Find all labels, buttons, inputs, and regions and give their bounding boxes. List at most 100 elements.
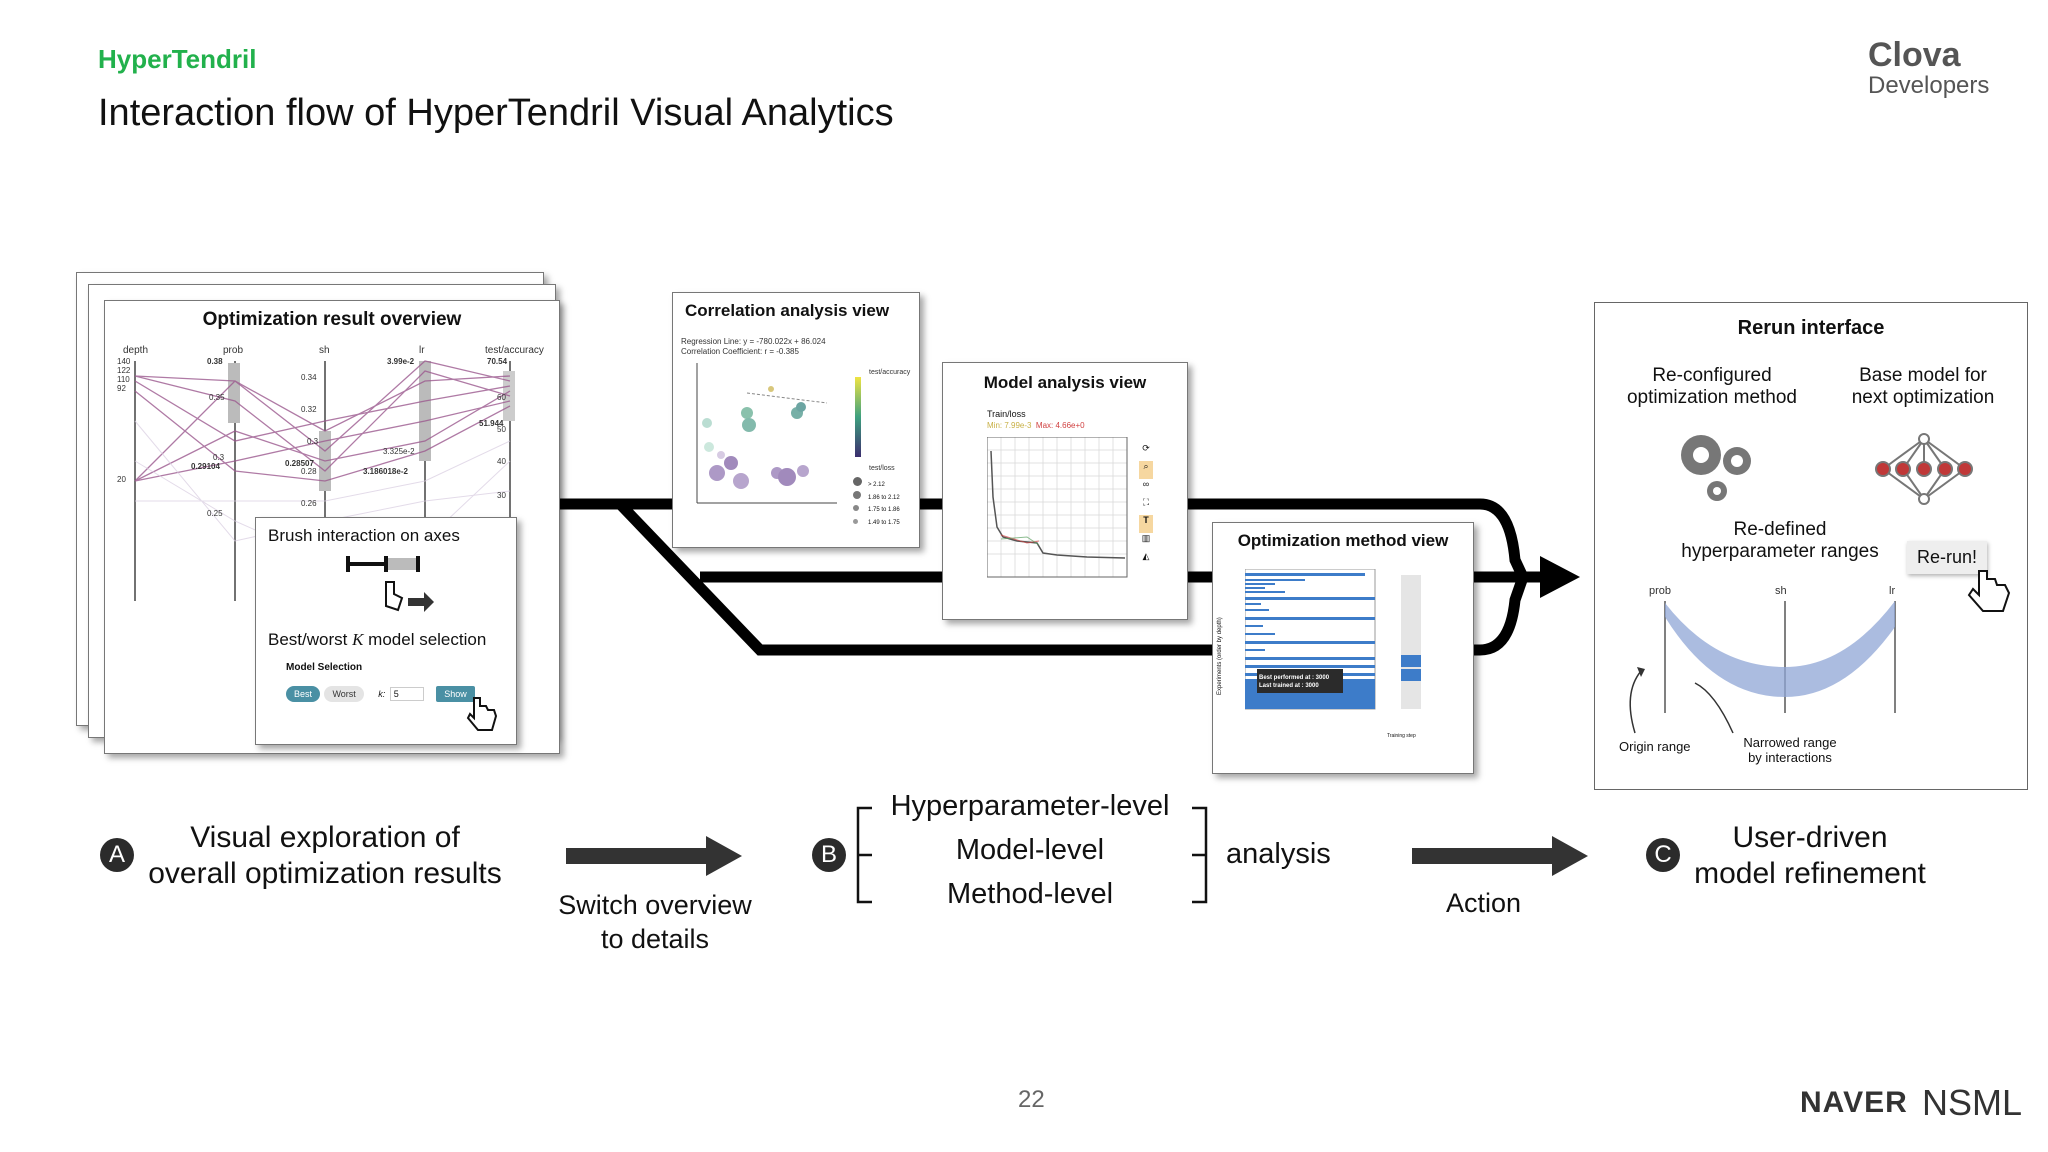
- caption-c: User-driven model refinement: [1694, 821, 1926, 890]
- tick-prob-025: 0.25: [207, 509, 223, 518]
- chart-toolbar: ⟳ ⌕ ∞ ⛶ T ▥ ◭: [1139, 443, 1153, 569]
- hand-cursor-icon: [1967, 570, 2011, 612]
- optimization-method-title: Optimization method view: [1237, 531, 1449, 550]
- tick-prob-03: 0.3: [213, 453, 225, 462]
- brand-label: HyperTendril: [98, 44, 257, 74]
- overview-title: Optimization result overview: [202, 309, 462, 330]
- show-button[interactable]: Show: [436, 686, 475, 702]
- legend-item: 1.86 to 2.12: [868, 495, 900, 501]
- best-button[interactable]: Best: [286, 686, 321, 702]
- model-selection-controls: Best Worst k: 5 Show: [286, 684, 475, 702]
- nsml-logo: NSML: [1922, 1082, 2023, 1123]
- tick-depth-140: 140: [117, 357, 131, 366]
- connector-arrowhead: [1540, 556, 1580, 598]
- bar-chart-icon[interactable]: ▥: [1141, 533, 1151, 543]
- k-label: k:: [378, 689, 386, 699]
- tick-depth-92: 92: [117, 384, 126, 393]
- arrow-action: [1412, 836, 1588, 876]
- page-number: 22: [1018, 1086, 1045, 1113]
- loss-legend-items: > 2.12 1.86 to 2.12 1.75 to 1.86 1.49 to…: [853, 477, 900, 533]
- level-hyperparameter: Hyperparameter-level: [890, 790, 1170, 822]
- tick-depth-122: 122: [117, 366, 131, 375]
- legend-loss: test/loss: [869, 465, 895, 472]
- correlation-title: Correlation analysis view: [685, 301, 890, 320]
- arrow-switch: [566, 836, 742, 876]
- legend-item: > 2.12: [868, 482, 885, 488]
- tick-acc-40: 40: [497, 457, 506, 466]
- model-selection-title: Model Selection: [286, 662, 363, 673]
- axis-lr: lr: [419, 345, 425, 356]
- tick-prob-038: 0.38: [207, 357, 223, 366]
- tick-depth-20: 20: [117, 475, 126, 484]
- rerun-axis-sh: sh: [1775, 585, 1787, 597]
- area-chart-icon[interactable]: ◭: [1142, 551, 1150, 561]
- legend-accuracy: test/accuracy: [869, 369, 911, 376]
- tick-acc-51944: 51.944: [479, 419, 504, 428]
- training-step-label: Training step: [1387, 733, 1416, 739]
- gears-icon: [1681, 435, 1751, 501]
- tick-depth-110: 110: [117, 375, 130, 384]
- text-icon[interactable]: T: [1139, 515, 1153, 533]
- tick-sh-028: 0.28: [301, 467, 317, 476]
- rerun-axis-lr: lr: [1889, 585, 1896, 597]
- tick-sh-03: 0.3: [307, 437, 319, 446]
- correlation-scatter: [696, 363, 837, 504]
- action-caption: Action: [1446, 888, 1522, 918]
- network-model-icon: [1875, 433, 1973, 505]
- tick-lr-min: 3.186018e-2: [363, 467, 408, 476]
- connector-diag: [616, 500, 1528, 656]
- reconfigured-label: Re-configured optimization method: [1626, 365, 1798, 408]
- interaction-inset: Brush interaction on axes Best/worst K m…: [255, 517, 517, 745]
- brush-widget-icon[interactable]: [346, 554, 436, 618]
- best-worst-label: Best/worst K model selection: [268, 630, 487, 649]
- caption-a: Visual exploration of overall optimizati…: [148, 821, 502, 890]
- rerun-title: Rerun interface: [1737, 317, 1885, 339]
- accuracy-colorbar: [855, 377, 861, 457]
- redefined-label: Re-defined hyperparameter ranges: [1681, 519, 1879, 562]
- tick-prob-035: 0.35: [209, 393, 225, 402]
- tick-acc-50: 50: [497, 425, 506, 434]
- model-analysis-title: Model analysis view: [983, 373, 1147, 392]
- zoom-icon[interactable]: ⌕: [1139, 461, 1153, 479]
- logo-clova: Clova: [1868, 36, 1961, 74]
- regression-line: Regression Line: y = -780.022x + 86.024: [681, 337, 826, 346]
- levels-list: Hyperparameter-level Model-level Method-…: [880, 790, 1180, 922]
- narrowed-range-label: Narrowed range by interactions: [1743, 735, 1837, 765]
- tick-sh-032: 0.32: [301, 405, 317, 414]
- tick-lr-mid: 3.325e-2: [383, 447, 415, 456]
- range-parallel-plot: [1664, 601, 1896, 713]
- method-y-label-holder: Experiments (order by depth): [1217, 575, 1229, 695]
- k-input[interactable]: 5: [389, 687, 424, 701]
- link-icon[interactable]: ∞: [1142, 479, 1150, 489]
- fullscreen-icon[interactable]: ⛶: [1142, 497, 1150, 507]
- axis-depth: depth: [123, 345, 149, 356]
- badge-c: C: [1646, 838, 1680, 872]
- axis-prob: prob: [223, 345, 244, 356]
- bracket-left: [856, 806, 872, 904]
- analysis-label: analysis: [1226, 838, 1331, 870]
- range-annotation-arrows: [1629, 667, 1734, 734]
- level-method: Method-level: [946, 878, 1114, 910]
- train-loss-label: Train/loss: [987, 409, 1026, 419]
- brush-label: Brush interaction on axes: [268, 526, 460, 545]
- tick-sh-034: 0.34: [301, 373, 317, 382]
- rerun-button[interactable]: Re-run!: [1907, 541, 1988, 574]
- rerun-axis-prob: prob: [1649, 585, 1672, 597]
- tick-sh-028507: 0.28507: [285, 459, 314, 468]
- connector-top: [560, 498, 1527, 578]
- train-loss-chart: [987, 437, 1128, 578]
- worst-button[interactable]: Worst: [324, 686, 364, 702]
- best-performed-label: Best performed at : 3000: [1259, 675, 1330, 681]
- tick-acc-7054: 70.54: [487, 357, 508, 366]
- tick-prob-029104: 0.29104: [191, 462, 220, 471]
- bracket-right: [1192, 806, 1208, 904]
- correlation-coefficient: Correlation Coefficient: r = -0.385: [681, 347, 799, 356]
- badge-b: B: [812, 838, 846, 872]
- tick-lr-max: 3.99e-2: [387, 357, 415, 366]
- refresh-icon[interactable]: ⟳: [1142, 443, 1150, 453]
- method-bar-chart: [1245, 569, 1421, 710]
- axis-test-accuracy: test/accuracy: [485, 345, 544, 356]
- tick-acc-60: 60: [497, 393, 506, 402]
- axis-sh: sh: [319, 345, 330, 356]
- tick-acc-30: 30: [497, 491, 506, 500]
